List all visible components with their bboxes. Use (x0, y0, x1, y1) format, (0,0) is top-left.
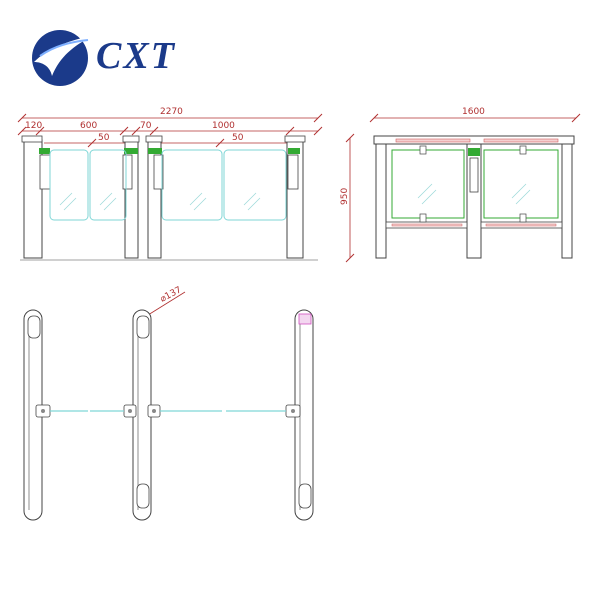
dim-post-width: 120 (25, 121, 42, 131)
side-glass-left (391, 149, 465, 219)
front-glass-1 (49, 149, 89, 221)
dim-side-height: 950 (340, 188, 350, 205)
top-view: ⌀137 (23, 285, 314, 521)
side-glass-right (483, 149, 559, 219)
dim-left-gate: 600 (80, 121, 97, 131)
dim-total-width: 2270 (160, 107, 183, 117)
front-view: 2270 120 600 70 1000 50 50 (17, 107, 323, 261)
brand-name: CXT (96, 35, 176, 77)
brand-logo (30, 26, 190, 90)
dim-side-width: 1600 (462, 107, 485, 117)
front-glass-4 (223, 149, 287, 221)
dim-center-gap: 70 (140, 121, 152, 131)
dim-right-gap: 50 (232, 133, 244, 143)
front-post-left (23, 139, 43, 259)
side-view: 1600 950 (340, 107, 581, 263)
swoosh-globe-icon (32, 30, 92, 86)
dim-right-gate: 1000 (212, 121, 235, 131)
dim-post-diameter: ⌀137 (159, 285, 184, 304)
front-glass-3 (161, 149, 223, 221)
front-glass-2 (89, 149, 127, 221)
dim-left-gap: 50 (98, 133, 110, 143)
top-reader-pink (298, 313, 312, 325)
